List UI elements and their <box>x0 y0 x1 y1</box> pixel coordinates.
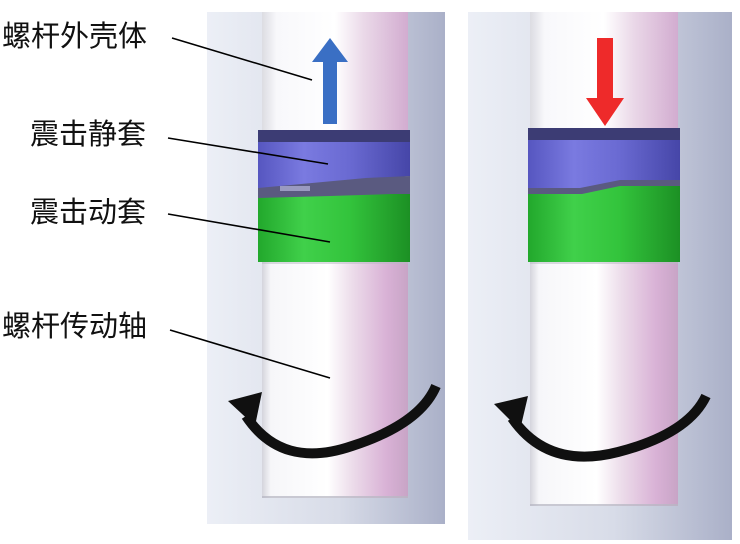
left-panel <box>207 12 445 524</box>
leader-line-housing <box>171 37 313 81</box>
static-sleeve-ring <box>528 128 680 140</box>
label-screw-housing: 螺杆外壳体 <box>2 19 148 53</box>
interface-highlight <box>280 186 310 191</box>
label-drive-shaft: 螺杆传动轴 <box>2 309 148 343</box>
drive-shaft <box>262 262 408 498</box>
rotation-arrow-icon <box>228 383 441 459</box>
moving-sleeve <box>528 186 680 262</box>
rotation-arrow-icon <box>494 393 711 462</box>
label-moving-sleeve: 震击动套 <box>30 195 147 229</box>
leader-line-static-sleeve <box>167 137 329 165</box>
sleeve-interface <box>258 176 410 198</box>
label-static-sleeve: 震击静套 <box>30 117 147 151</box>
leader-line-drive-shaft <box>169 329 331 379</box>
arrow-up-icon <box>312 38 348 124</box>
leader-lines <box>167 37 331 379</box>
right-panel <box>468 12 732 540</box>
static-sleeve-ring <box>258 130 410 142</box>
drive-shaft <box>530 262 678 506</box>
leader-line-moving-sleeve <box>167 213 331 243</box>
arrow-down-icon <box>586 38 624 126</box>
static-sleeve <box>528 140 680 190</box>
moving-sleeve <box>258 194 410 262</box>
